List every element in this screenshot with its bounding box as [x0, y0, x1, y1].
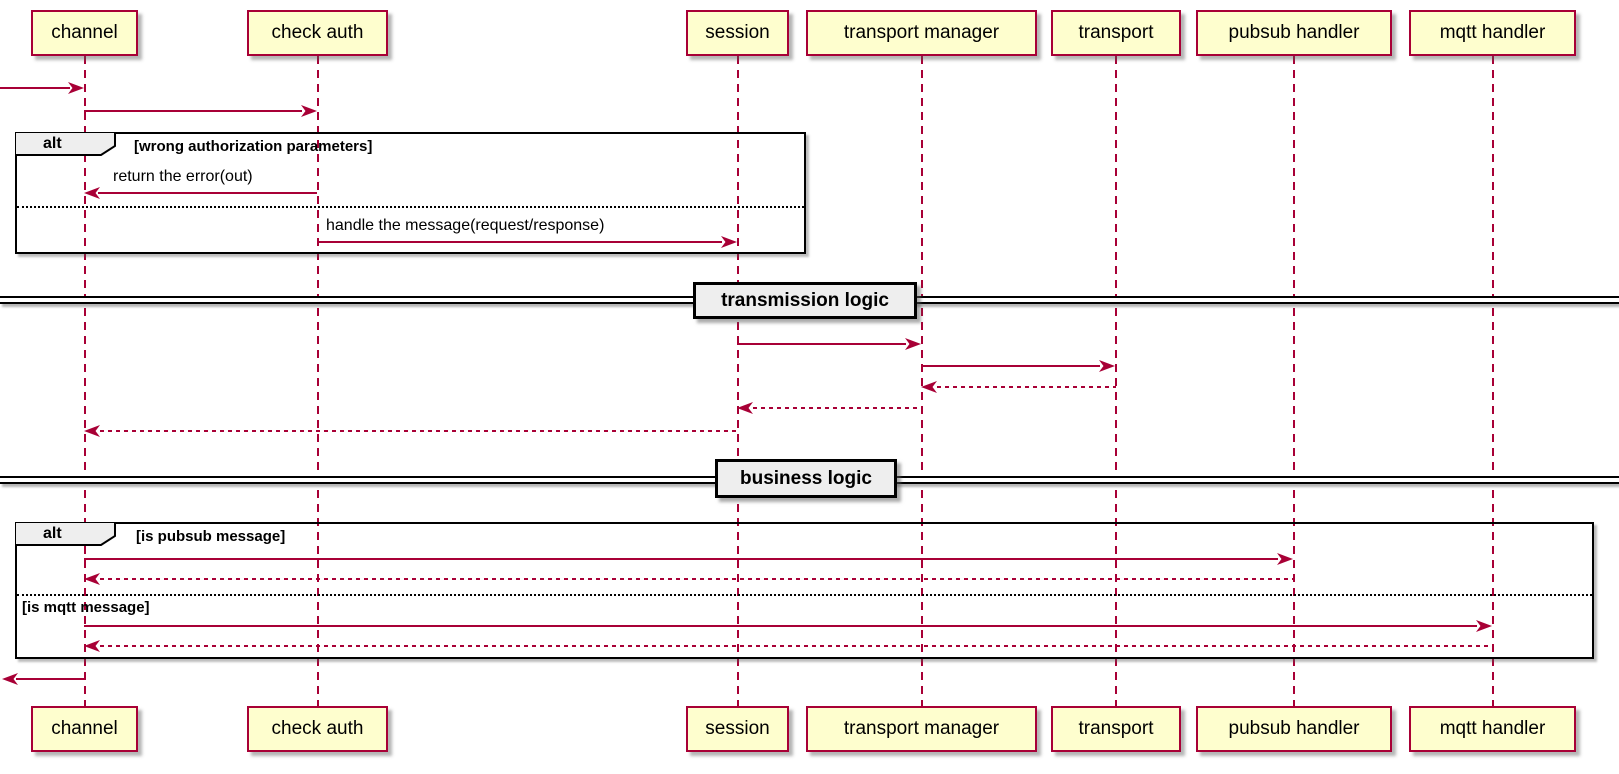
participant-transport-top: transport — [1051, 10, 1181, 56]
message-in-to-channel-line — [0, 87, 70, 89]
message-channel-to-checkauth-line — [84, 110, 302, 112]
lifeline-transport — [1115, 56, 1117, 706]
message-return-error-line — [98, 192, 317, 194]
alt-else-separator — [17, 594, 1592, 596]
alt-frame-business: alt [is pubsub message] [is mqtt message… — [14, 521, 1594, 659]
alt-condition-wrong-auth: [wrong authorization parameters] — [134, 138, 373, 155]
message-pubsub-to-channel-line — [100, 578, 1294, 580]
message-tm-to-session-line — [753, 407, 922, 409]
arrowhead-left-icon — [737, 402, 753, 414]
divider-transmission-label: transmission logic — [721, 289, 889, 311]
participant-label: check auth — [271, 22, 364, 43]
participant-label: channel — [51, 22, 118, 43]
message-handle-message-line — [317, 241, 722, 243]
participant-session-top: session — [686, 10, 789, 56]
participant-check-auth-top: check auth — [247, 10, 388, 56]
participant-check-auth-bottom: check auth — [247, 706, 388, 752]
participant-mqtt-handler-bottom: mqtt handler — [1409, 706, 1576, 752]
message-handle-message-label: handle the message(request/response) — [326, 217, 605, 234]
alt-else-separator — [17, 206, 804, 208]
participant-mqtt-handler-top: mqtt handler — [1409, 10, 1576, 56]
alt-operator-label: alt — [43, 135, 62, 152]
participant-transport-manager-top: transport manager — [806, 10, 1037, 56]
lifeline-pubsub-handler — [1293, 56, 1295, 706]
message-transport-to-tm-line — [937, 386, 1116, 388]
participant-pubsub-handler-bottom: pubsub handler — [1196, 706, 1392, 752]
participant-pubsub-handler-top: pubsub handler — [1196, 10, 1392, 56]
alt-operator-pentagon-icon — [14, 131, 116, 156]
alt-operator-pentagon-icon — [14, 521, 116, 546]
participant-label: transport — [1078, 22, 1154, 43]
arrowhead-right-icon — [905, 338, 921, 350]
participant-label: pubsub handler — [1228, 22, 1360, 43]
participant-label: session — [705, 22, 770, 43]
lifeline-session — [737, 56, 739, 706]
message-mqtt-to-channel-line — [100, 645, 1493, 647]
alt-frame-authorization: alt [wrong authorization parameters] — [14, 131, 806, 254]
lifeline-channel — [84, 56, 86, 706]
arrowhead-right-icon — [68, 82, 84, 94]
participant-label: mqtt handler — [1439, 718, 1546, 739]
participant-label: channel — [51, 718, 118, 739]
message-session-to-channel-line — [100, 430, 738, 432]
divider-business-logic: business logic — [715, 459, 897, 498]
participant-channel-bottom: channel — [31, 706, 138, 752]
divider-transmission-logic: transmission logic — [693, 282, 917, 319]
participant-label: pubsub handler — [1228, 718, 1360, 739]
arrowhead-left-icon — [84, 425, 100, 437]
arrowhead-left-icon — [921, 381, 937, 393]
lifeline-check-auth — [317, 56, 319, 706]
participant-label: transport manager — [843, 22, 1000, 43]
alt-condition-is-pubsub: [is pubsub message] — [136, 528, 286, 545]
arrowhead-right-icon — [1099, 360, 1115, 372]
message-channel-to-out-line — [16, 678, 85, 680]
participant-label: check auth — [271, 718, 364, 739]
participant-label: session — [705, 718, 770, 739]
participant-channel-top: channel — [31, 10, 138, 56]
lifeline-transport-manager — [921, 56, 923, 706]
message-session-to-tm-line — [737, 343, 906, 345]
message-channel-to-mqtt-line — [84, 625, 1477, 627]
participant-session-bottom: session — [686, 706, 789, 752]
message-channel-to-pubsub-line — [84, 558, 1278, 560]
lifeline-mqtt-handler — [1492, 56, 1494, 706]
divider-business-label: business logic — [740, 467, 872, 489]
message-tm-to-transport-line — [921, 365, 1100, 367]
participant-label: mqtt handler — [1439, 22, 1546, 43]
participant-label: transport manager — [843, 718, 1000, 739]
participant-label: transport — [1078, 718, 1154, 739]
arrowhead-right-icon — [301, 105, 317, 117]
participant-transport-bottom: transport — [1051, 706, 1181, 752]
alt-operator-label: alt — [43, 525, 62, 542]
alt-condition-is-mqtt: [is mqtt message] — [22, 599, 150, 616]
participant-transport-manager-bottom: transport manager — [806, 706, 1037, 752]
message-return-error-label: return the error(out) — [113, 168, 253, 185]
